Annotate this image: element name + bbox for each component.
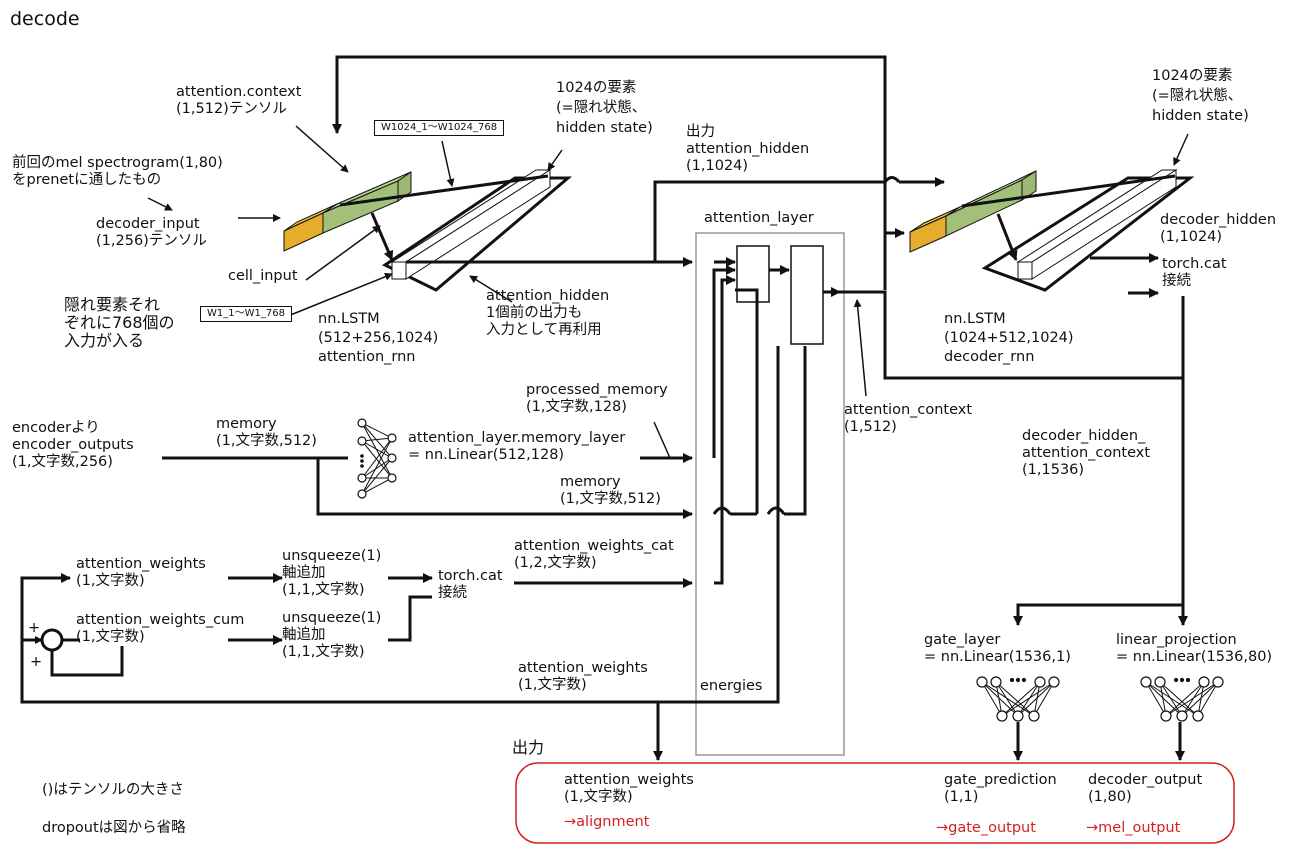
attention-weights-back-label: attention_weights (1,文字数) <box>518 660 648 693</box>
attention-layer-label: attention_layer <box>704 210 814 226</box>
weights-bottom-box: W1_1～W1_768 <box>200 306 292 322</box>
elements-1024-label-a: 1024の要素 (=隠れ状態、 hidden state) <box>556 80 653 136</box>
memory-layer-network-icon <box>357 418 397 499</box>
linear-projection-label: linear_projection = nn.Linear(1536,80) <box>1116 632 1273 665</box>
unsqueeze-label-b: unsqueeze(1) 軸追加 (1,1,文字数) <box>282 610 382 660</box>
output-heading: 出力 <box>512 738 545 757</box>
plus-top-sign: + <box>28 620 41 636</box>
decoder-hidden-attention-context-label: decoder_hidden_ attention_context (1,153… <box>1022 428 1151 478</box>
prenet-note: 前回のmel spectrogram(1,80) をprenetに通したもの <box>12 155 223 188</box>
encoder-outputs-label: encoderより encoder_outputs (1,文字数,256) <box>12 420 134 470</box>
attention-inner-block-a <box>736 245 770 303</box>
output-gate-output-label: →gate_output <box>936 820 1036 836</box>
attention-weights-input-label: attention_weights (1,文字数) <box>76 556 206 589</box>
main-wires <box>20 55 1188 761</box>
energies-label: energies <box>700 678 763 694</box>
memory-label-b: memory (1,文字数,512) <box>560 474 661 507</box>
gate-layer-label: gate_layer = nn.Linear(1536,1) <box>924 632 1071 665</box>
attention-context-output-label: attention_context (1,512) <box>844 402 973 435</box>
output-decoder-output-label: decoder_output (1,80) <box>1088 772 1203 805</box>
attention-hidden-reuse-label: attention_hidden 1個前の出力も 入力として再利用 <box>486 288 610 338</box>
dropout-note: dropoutは図から省略 <box>42 820 186 836</box>
attention-inner-block-b <box>790 245 824 345</box>
output-attention-weights-label: attention_weights (1,文字数) <box>564 772 694 805</box>
output-alignment-label: →alignment <box>564 814 650 830</box>
plus-bottom-sign: + <box>30 654 43 670</box>
processed-memory-label: processed_memory (1,文字数,128) <box>526 382 668 415</box>
decoder-input-label: decoder_input (1,256)テンソル <box>96 216 207 249</box>
attention-weights-cat-label: attention_weights_cat (1,2,文字数) <box>514 538 674 571</box>
torch-cat-top-label: torch.cat 接続 <box>1162 256 1227 289</box>
torch-cat-mid-label: torch.cat 接続 <box>438 568 503 601</box>
memory-label-a: memory (1,文字数,512) <box>216 416 317 449</box>
output-box <box>515 762 1235 844</box>
attention-rnn-cell <box>283 169 573 292</box>
attention-weights-cum-label: attention_weights_cum (1,文字数) <box>76 612 245 645</box>
decoder-rnn-label: nn.LSTM (1024+512,1024) decoder_rnn <box>944 311 1074 365</box>
linear-projection-network-icon <box>1140 676 1224 722</box>
attention-layer-box <box>695 232 845 756</box>
weights-top-box: W1024_1～W1024_768 <box>374 120 505 136</box>
diagram-title: decode <box>10 8 80 30</box>
unsqueeze-label-a: unsqueeze(1) 軸追加 (1,1,文字数) <box>282 548 382 598</box>
attention-rnn-label: nn.LSTM (512+256,1024) attention_rnn <box>318 311 439 365</box>
hidden-elements-note: 隠れ要素それ ぞれに768個の 入力が入る <box>64 295 175 350</box>
decoder-rnn-cell <box>909 169 1195 292</box>
elements-1024-label-b: 1024の要素 (=隠れ状態、 hidden state) <box>1152 68 1249 124</box>
pointer-lines <box>147 125 1189 459</box>
memory-layer-label: attention_layer.memory_layer = nn.Linear… <box>408 430 626 463</box>
attention-context-input-label: attention.context (1,512)テンソル <box>176 84 302 117</box>
decoder-hidden-label: decoder_hidden (1,1024) <box>1160 212 1277 245</box>
tensor-size-note: ()はテンソルの大きさ <box>42 782 184 798</box>
gate-layer-network-icon <box>976 676 1060 722</box>
output-gate-prediction-label: gate_prediction (1,1) <box>944 772 1057 805</box>
adder-circle <box>40 628 64 652</box>
output-mel-output-label: →mel_output <box>1086 820 1181 836</box>
output-attention-hidden-label: 出力 attention_hidden (1,1024) <box>686 124 810 174</box>
cell-input-label: cell_input <box>228 268 298 284</box>
